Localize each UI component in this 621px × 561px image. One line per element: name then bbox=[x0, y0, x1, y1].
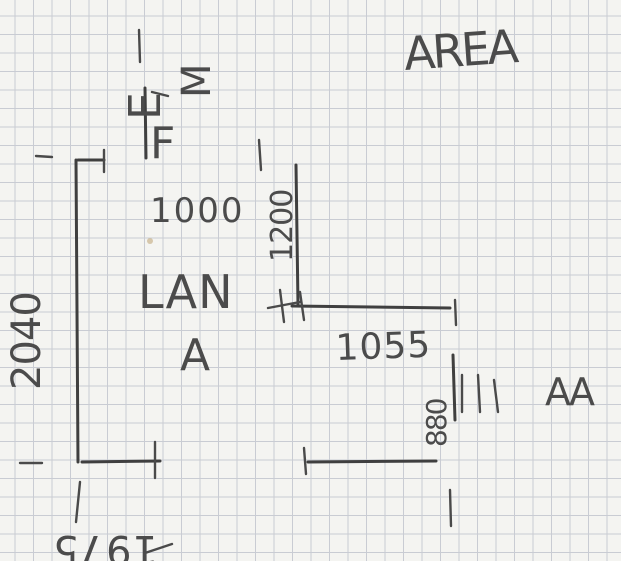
height-880-label: 880 bbox=[420, 399, 453, 447]
room-letter-label: A bbox=[180, 330, 210, 381]
smudge-mark bbox=[147, 238, 153, 244]
width-1055-label: 1055 bbox=[335, 325, 432, 369]
tick-mark bbox=[137, 28, 142, 64]
tick-mark bbox=[257, 138, 263, 172]
tick-mark bbox=[448, 488, 453, 528]
room-outline bbox=[74, 86, 457, 464]
right-aa-label: AA bbox=[545, 370, 595, 414]
right-wall-line bbox=[451, 353, 457, 422]
tick-mark bbox=[266, 300, 302, 310]
width-1000-label: 1000 bbox=[150, 191, 245, 231]
bottom-right-wall-line bbox=[306, 459, 438, 464]
tick-mark bbox=[34, 154, 54, 159]
height-1200-label: 1200 bbox=[265, 190, 300, 262]
bottom-left-wall-line bbox=[80, 459, 162, 464]
annotation-labels: AREA E F M 2040 1000 1200 LAN A 1055 880… bbox=[4, 19, 598, 561]
tick-mark bbox=[298, 290, 306, 322]
tick-mark bbox=[476, 373, 482, 414]
room-name-label: LAN bbox=[138, 265, 234, 319]
area-label: AREA bbox=[402, 19, 521, 81]
inner-vertical-wall-line bbox=[294, 163, 300, 307]
letter-e-label: E bbox=[120, 92, 171, 120]
letter-f-label: F bbox=[150, 118, 175, 169]
tick-mark bbox=[492, 378, 500, 414]
width-1975-label: 1975 bbox=[52, 526, 158, 561]
top-vertical-wall-line bbox=[143, 86, 148, 160]
tick-mark bbox=[453, 298, 458, 327]
left-wall-line bbox=[74, 158, 80, 464]
tick-mark bbox=[143, 542, 174, 555]
dimension-ticks bbox=[18, 28, 500, 555]
height-2040-label: 2040 bbox=[4, 292, 50, 390]
tick-mark bbox=[150, 90, 170, 98]
tick-mark bbox=[74, 480, 82, 524]
letter-m-label: M bbox=[174, 63, 220, 98]
middle-horizontal-wall-line bbox=[290, 304, 452, 310]
tick-mark bbox=[278, 288, 286, 324]
tick-mark bbox=[302, 446, 308, 476]
